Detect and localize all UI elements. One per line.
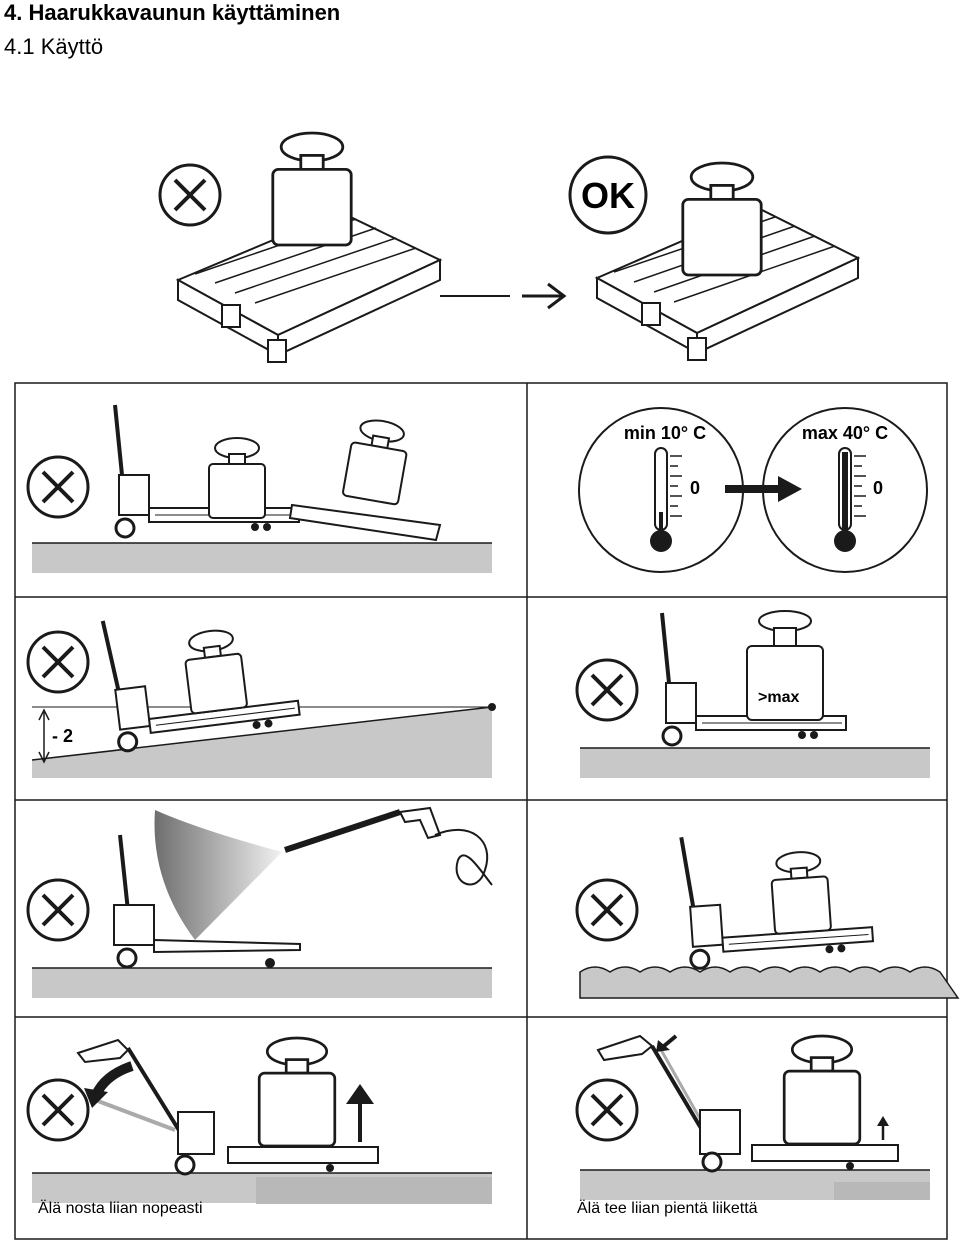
panel-overload: >max: [575, 610, 930, 778]
zero-label-right: 0: [873, 478, 883, 498]
arrow-right-icon: [778, 476, 802, 502]
caption-fast-lift: Älä nosta liian nopeasti: [38, 1200, 203, 1217]
arrow-up-icon: [346, 1084, 374, 1104]
max-temp-label: max 40° C: [802, 423, 888, 443]
ok-icon: OK: [568, 155, 648, 235]
slope-label: - 2: [52, 726, 73, 746]
prohibited-icon: [158, 163, 222, 227]
panel-water-spray: [26, 806, 493, 998]
water-spray: [154, 810, 282, 940]
pallet-left: [175, 210, 443, 363]
caption-small-movement: Älä tee liian pientä liikettä: [577, 1200, 758, 1217]
subsection-heading: 4.1 Käyttö: [4, 34, 104, 59]
weight-off-center: [271, 131, 353, 247]
overload-label: >max: [758, 689, 799, 706]
section-heading: 4. Haarukkavaunun käyttäminen: [4, 0, 341, 25]
panel-small-movement: [575, 1034, 930, 1200]
ok-label: OK: [581, 175, 635, 216]
panel-rough-ground: [575, 822, 960, 999]
panel-slope: - 2: [26, 596, 496, 778]
panel-fast-lift: [26, 1036, 492, 1204]
top-figure: OK: [158, 131, 861, 363]
panel-grid: [14, 382, 948, 1240]
weight-centered: [681, 161, 763, 277]
panel-tilted-pallet: [26, 403, 492, 573]
panel-temperature: min 10° C max 40° C 0 0: [578, 407, 928, 573]
min-temp-label: min 10° C: [624, 423, 706, 443]
zero-label-left: 0: [690, 478, 700, 498]
